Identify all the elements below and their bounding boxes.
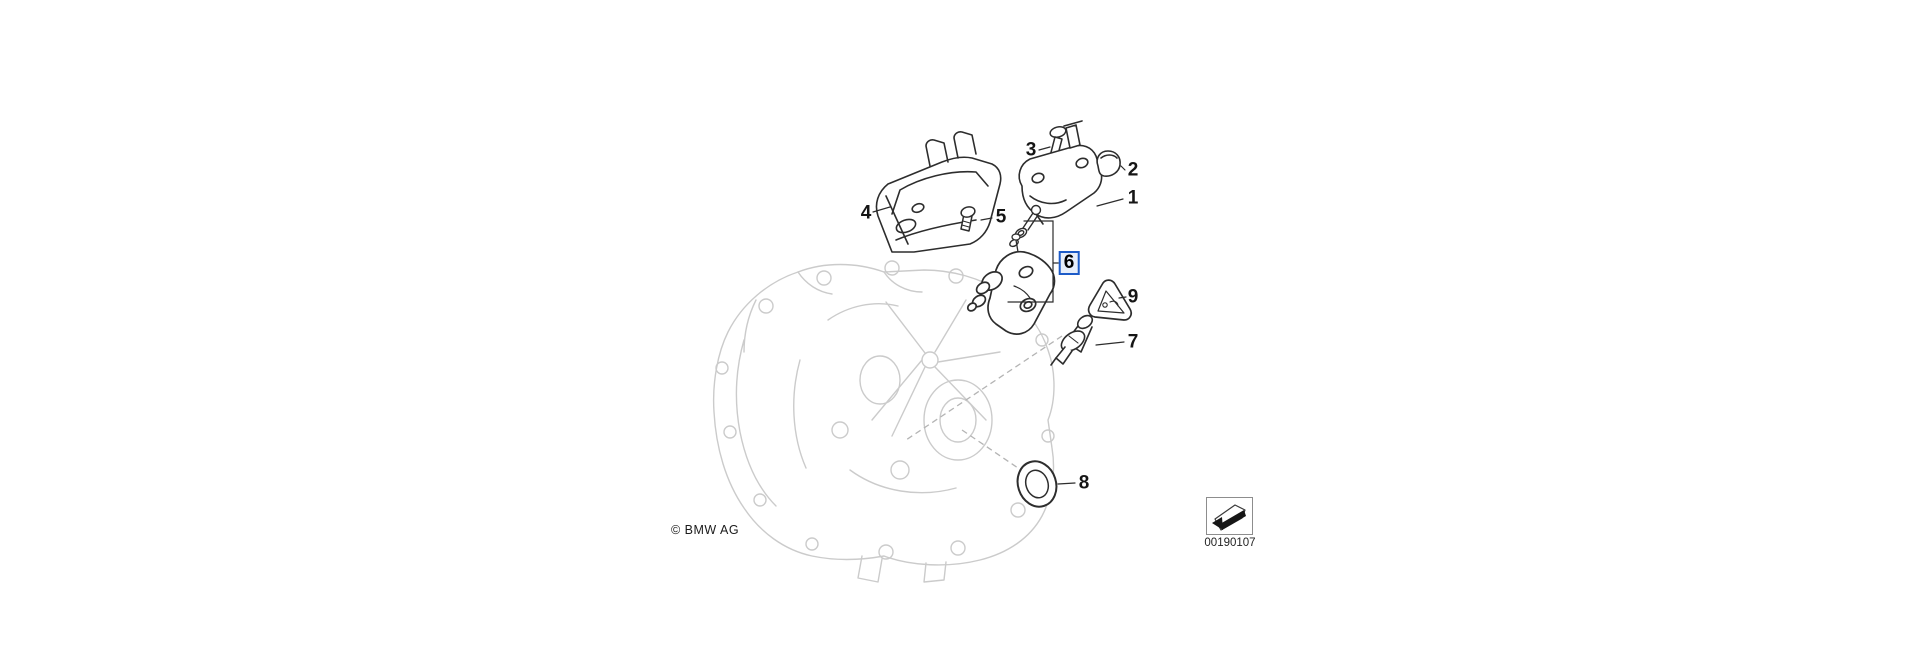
- part-7-sensor-drawing[interactable]: [1050, 313, 1095, 366]
- page-corner-arrow-icon: [1212, 504, 1246, 531]
- diagram-number: 00190107: [1204, 537, 1256, 549]
- part-1-bracket-drawing[interactable]: [1018, 120, 1103, 225]
- callout-4[interactable]: 4: [860, 202, 872, 224]
- callout-3[interactable]: 3: [1025, 139, 1037, 161]
- callout-5[interactable]: 5: [995, 206, 1007, 228]
- callout-7[interactable]: 7: [1127, 331, 1139, 353]
- transmission-housing-drawing: [712, 260, 1055, 583]
- callout-6-bracket-lines: [1007, 220, 1060, 303]
- callout-9[interactable]: 9: [1127, 286, 1139, 308]
- callout-1[interactable]: 1: [1127, 187, 1139, 209]
- locator-dashed-lines: [905, 335, 1063, 469]
- part-8-seal-ring-drawing[interactable]: [1012, 456, 1062, 511]
- callout-8[interactable]: 8: [1078, 472, 1090, 494]
- callout-2[interactable]: 2: [1127, 159, 1139, 181]
- callout-leader-lines: [872, 146, 1127, 485]
- callout-6-selected[interactable]: 6: [1058, 251, 1080, 275]
- part-5-bolt-drawing[interactable]: [960, 205, 976, 232]
- part-6-switch-drawing[interactable]: [966, 233, 1056, 335]
- part-4-cover-drawing[interactable]: [875, 131, 1002, 253]
- copyright-text: © BMW AG: [671, 523, 740, 537]
- part-2-cap-drawing[interactable]: [1096, 150, 1121, 177]
- pin-and-washers-drawing[interactable]: [1009, 204, 1042, 248]
- safety-warning-triangle-icon[interactable]: [1087, 279, 1133, 321]
- diagram-thumbnail-button[interactable]: [1206, 497, 1253, 535]
